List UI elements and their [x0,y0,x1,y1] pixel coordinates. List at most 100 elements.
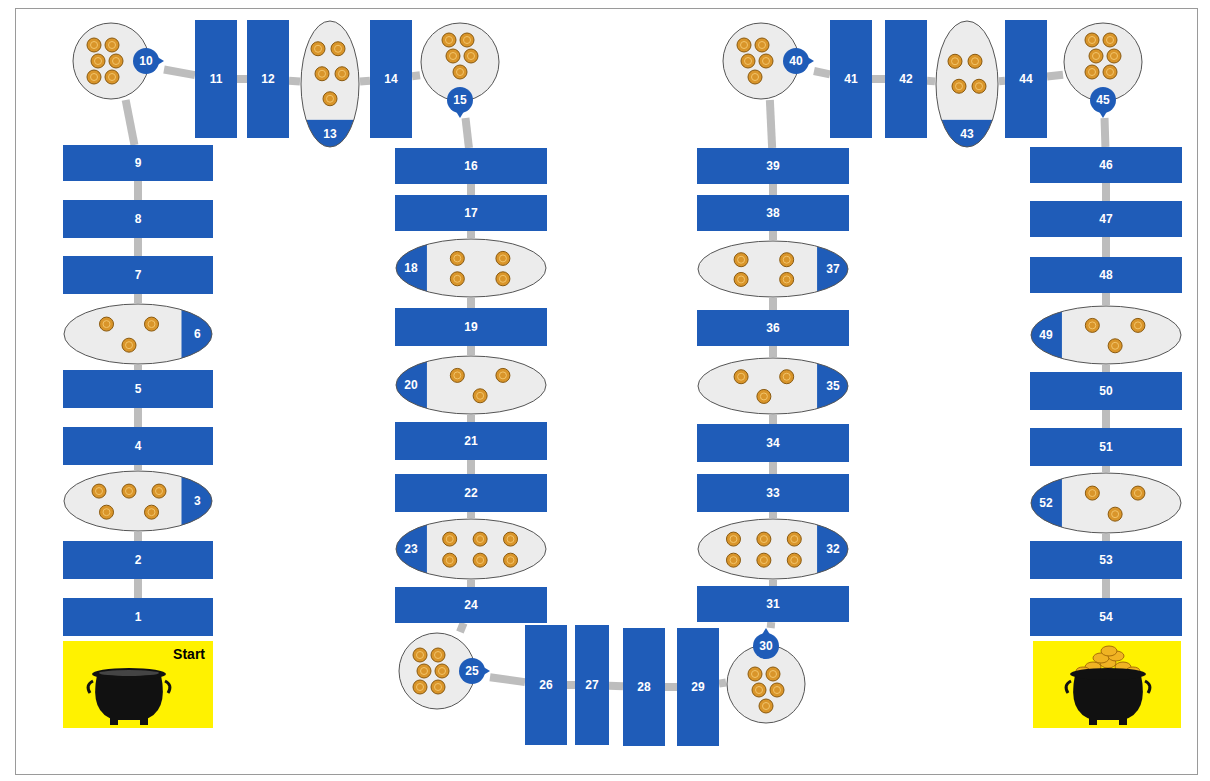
coin [726,532,740,546]
space-outline [395,355,547,415]
coin [1103,65,1117,79]
space-number: 25 [465,664,478,678]
coin-face [780,370,794,384]
coin-mark [103,321,110,328]
oval-outline [698,241,848,297]
coin-mark [507,536,514,543]
coin [464,49,478,63]
tab-holder: 43 [935,120,999,148]
coin [473,553,487,567]
connector-bar [134,465,142,470]
coin-face [450,368,464,382]
oval-outline [1031,306,1181,364]
coin-mark [477,557,484,564]
coin-mark [435,684,442,691]
coin-mark [1093,53,1100,60]
coin-mark [457,69,464,76]
cauldron-rim [1070,668,1146,680]
space-number: 27 [585,678,598,692]
board-square: 53 [1030,541,1182,579]
coin [741,54,755,68]
space-number: 11 [210,72,223,86]
coin-face [435,664,449,678]
coin [757,553,771,567]
space-number: 15 [453,93,466,107]
cauldron-rim [92,668,166,680]
coin-mark [730,536,737,543]
coin-face [464,49,478,63]
space-number: 29 [691,680,704,694]
coin-mark [335,45,342,52]
coin-face [1085,318,1099,332]
coin-mark [760,557,767,564]
oval-outline [301,21,359,147]
connector-bar [814,71,830,74]
coin [443,553,457,567]
oval-outline [64,304,212,364]
coin-face [759,699,773,713]
connector-bar [134,532,142,541]
coin-face [496,272,510,286]
connector-bar [769,298,777,310]
tab-holder: 15 [447,87,473,113]
coin-face [952,79,966,93]
board-square: 26 [525,625,567,745]
space-number: 21 [464,434,477,448]
board-square: 7 [63,256,213,294]
coin [450,251,464,265]
connector-bar [467,460,475,474]
connector-bar [1102,365,1110,372]
board-square: 46 [1030,147,1182,183]
coin-mark [738,276,745,283]
board-square: 1 [63,598,213,636]
coin-face [431,680,445,694]
coin-face [443,532,457,546]
cauldron-handle [165,681,170,693]
oval-fill [1031,473,1181,533]
space-number: 31 [766,597,779,611]
cauldron [88,668,170,725]
number-tab [817,518,849,580]
coin-mark [738,373,745,380]
coin-mark [477,392,484,399]
board-square: 39 [697,148,849,184]
coin-mark [730,557,737,564]
space-number: 49 [1039,328,1052,342]
coin-face [948,54,962,68]
coin-face [1085,65,1099,79]
coin [787,553,801,567]
coin-mark [1107,37,1114,44]
oval-outline [396,519,546,579]
number-tab [783,48,814,74]
coin-face [748,70,762,84]
coin-space: 13 [300,20,360,148]
board-square: 54 [1030,598,1182,636]
tab-holder: 10 [133,48,159,74]
coin [109,54,123,68]
coin [748,667,762,681]
coin-face [453,65,467,79]
connector-bar [360,77,370,86]
connector-bar [665,683,677,691]
number-tab [133,48,164,74]
coin-face [1103,33,1117,47]
coin [1085,65,1099,79]
tab-holder: 32 [817,518,849,580]
connector-bar [467,512,475,518]
coin-space: 3 [63,470,213,532]
board-square: 9 [63,145,213,181]
coin [105,38,119,52]
connector-bar [1102,183,1110,201]
space-number: 32 [826,542,839,556]
coin-mark [468,53,475,60]
coin [122,338,136,352]
coin-mark [103,509,110,516]
coin-face [87,70,101,84]
coin [496,272,510,286]
coin-face [331,42,345,56]
coin-mark [446,557,453,564]
coin [1103,33,1117,47]
coin-mark [1112,511,1119,518]
space-number: 40 [789,54,802,68]
